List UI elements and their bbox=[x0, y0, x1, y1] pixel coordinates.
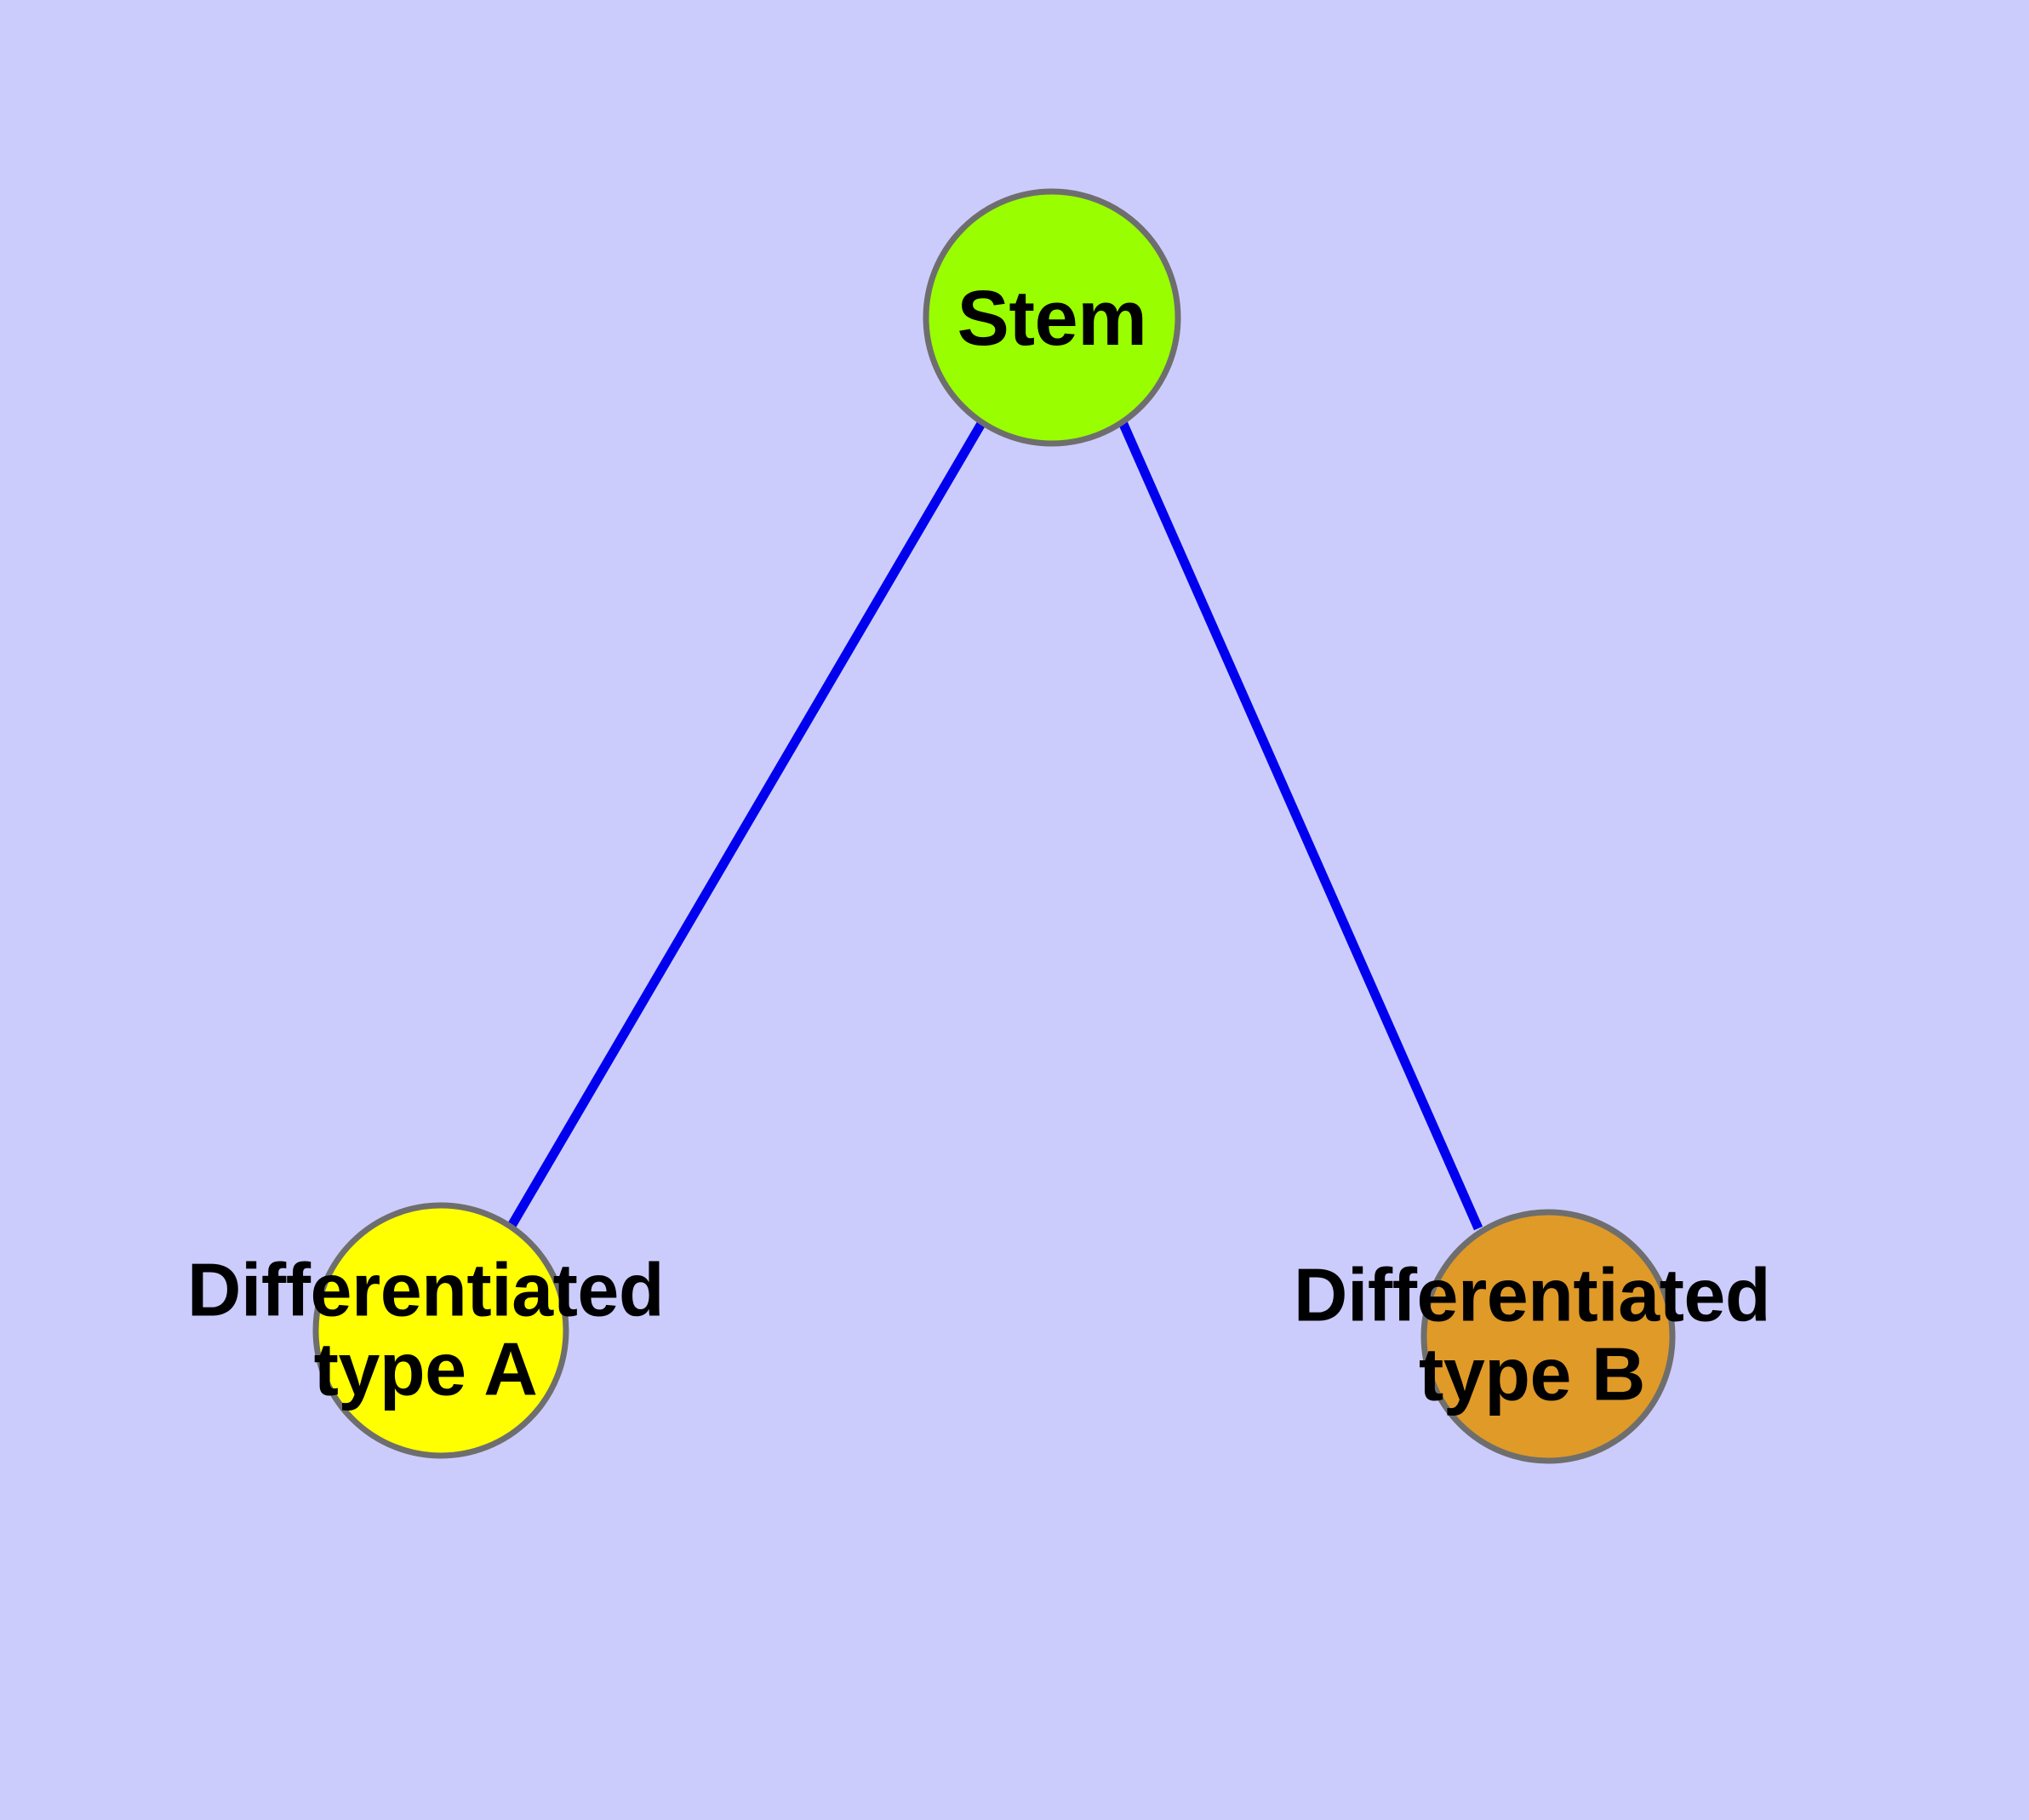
edge-stem-to-diff-b[interactable] bbox=[1117, 420, 1483, 1231]
edge-stem-to-diff-a[interactable] bbox=[507, 420, 986, 1228]
edge-layer bbox=[507, 420, 1483, 1231]
node-layer bbox=[312, 188, 1676, 1464]
node-diff-a[interactable] bbox=[312, 1202, 569, 1459]
node-diff-b[interactable] bbox=[1420, 1209, 1676, 1464]
node-stem[interactable] bbox=[923, 188, 1181, 447]
